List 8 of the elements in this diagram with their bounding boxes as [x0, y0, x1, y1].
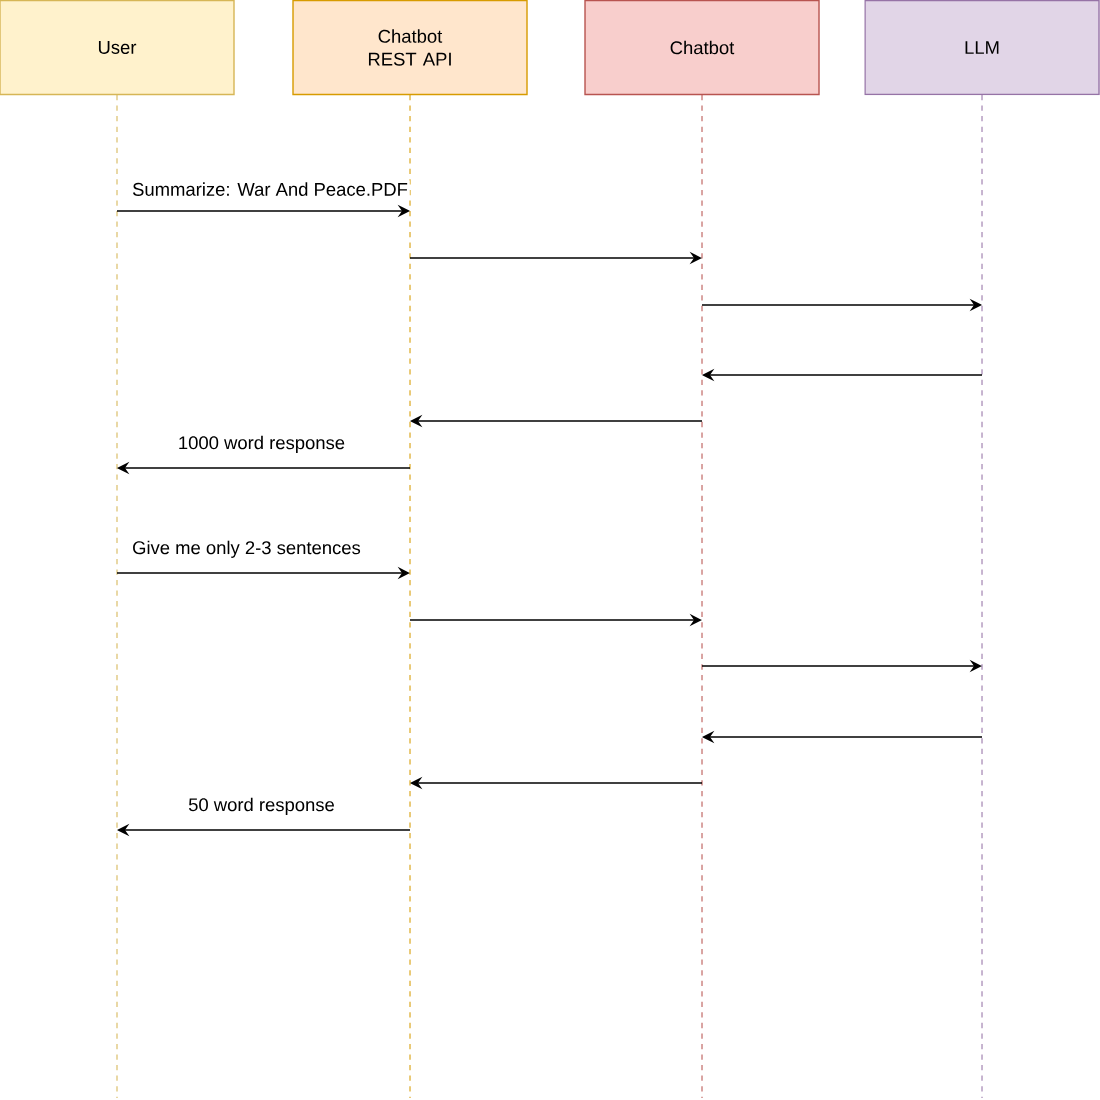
participant-box: Chatbot REST API	[292, 0, 528, 96]
message-label: Summarize: War And Peace.PDF	[132, 182, 408, 196]
message-label: Give me only 2-3 sentences	[133, 540, 361, 558]
message-label: 1000 word response	[179, 435, 345, 453]
participant-box: Chatbot	[584, 0, 820, 96]
participant-box: User	[0, 0, 235, 96]
message-label: 50 word response	[188, 797, 334, 815]
participant-box: LLM	[864, 0, 1100, 96]
